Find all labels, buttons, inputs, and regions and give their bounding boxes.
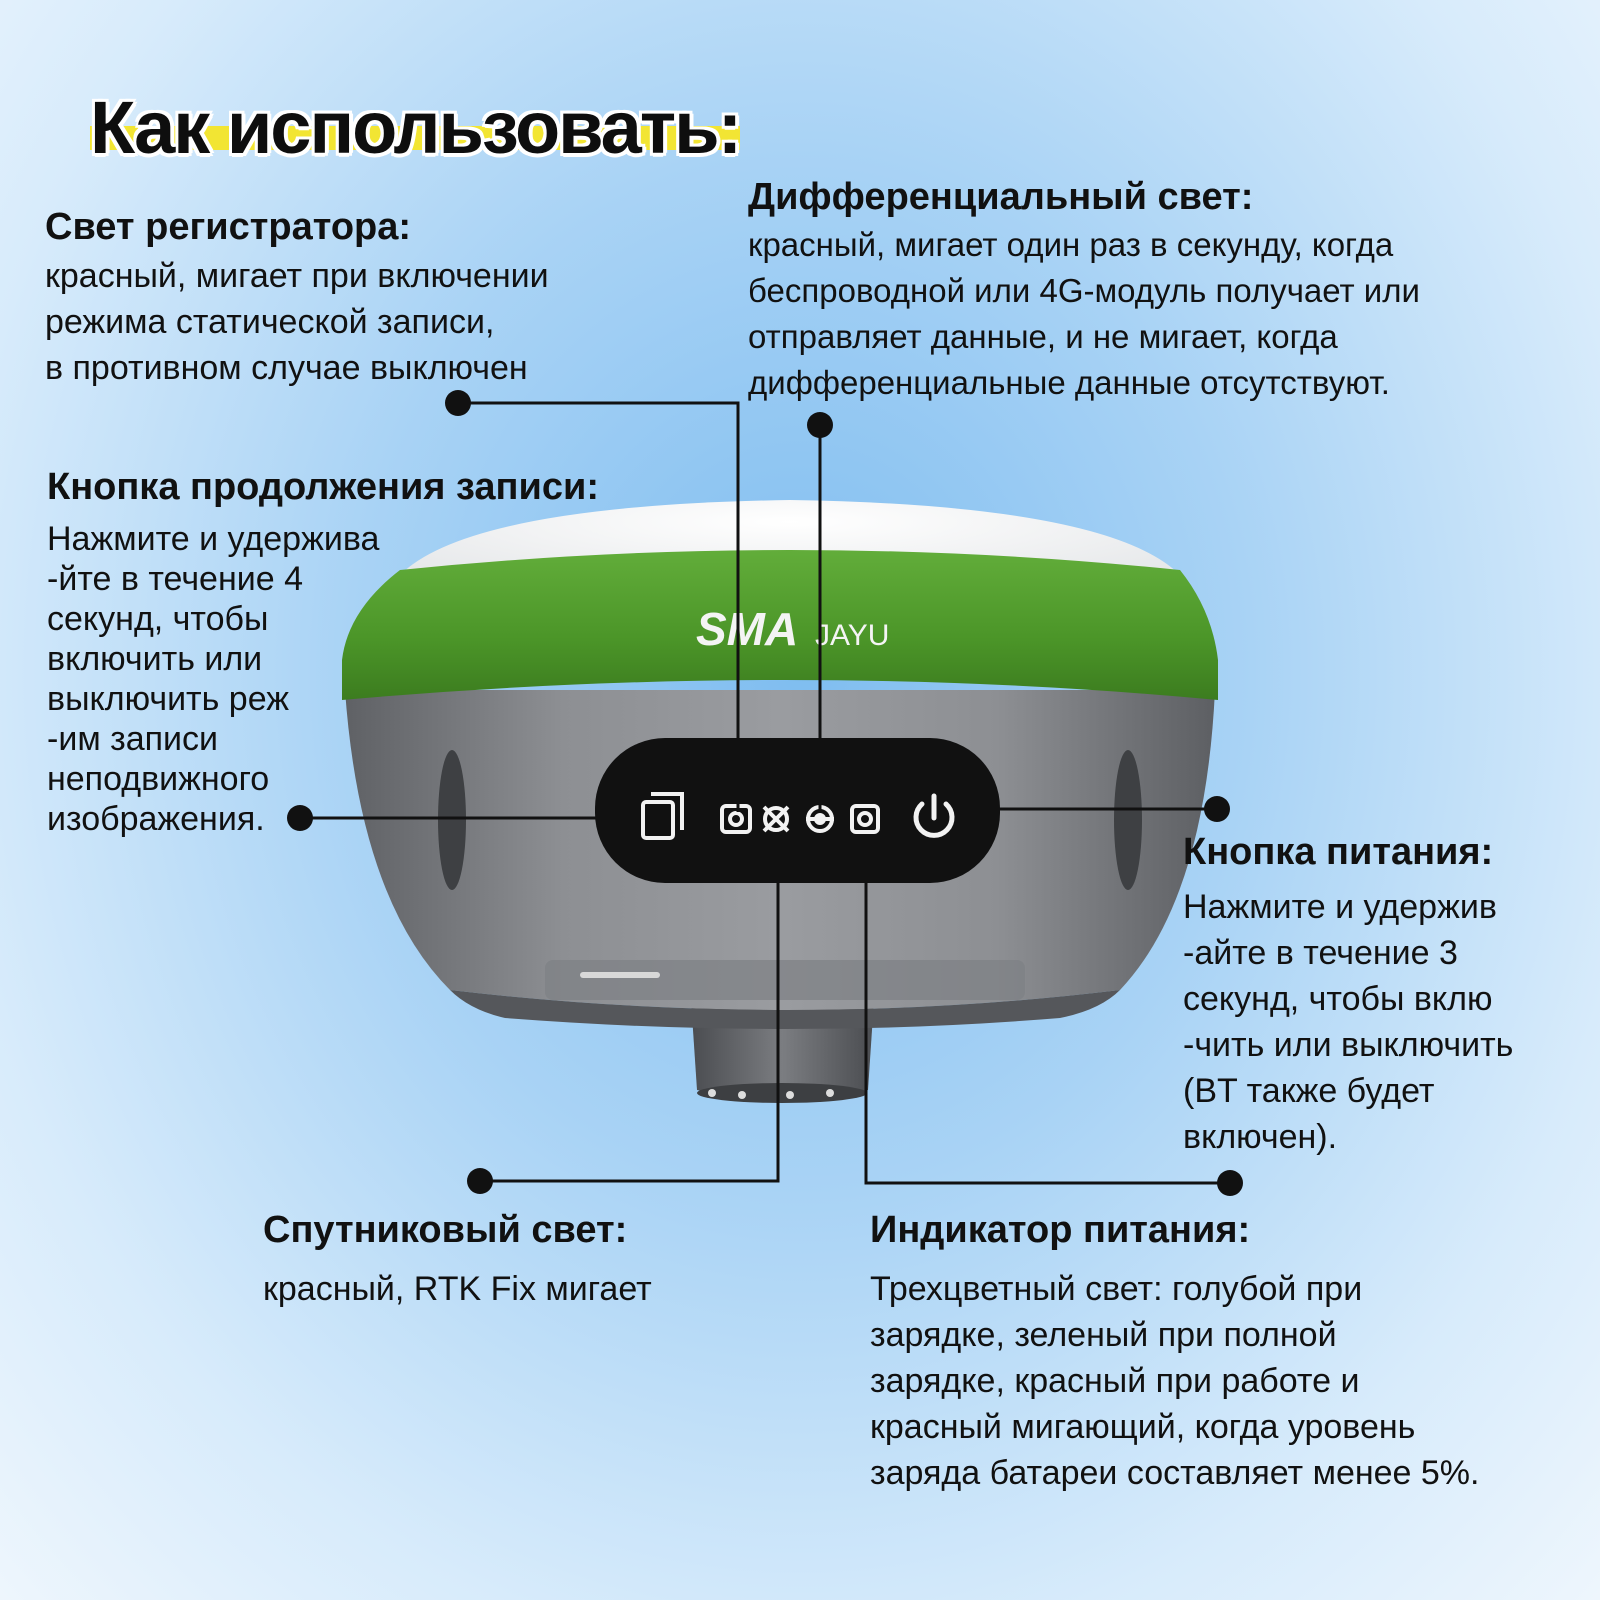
callout-record-button: Кнопка продолжения записи: Нажмите и уде… — [47, 465, 599, 839]
power-button-icon[interactable] — [913, 793, 955, 838]
leader-recorder-light — [458, 401, 740, 812]
satellite-light-icon — [762, 805, 790, 833]
callout-power-button: Кнопка питания: Нажмите и удержив -айте … — [1183, 830, 1513, 1160]
page-title-block: Как использовать: — [90, 86, 742, 169]
recorder-light-icon — [720, 804, 752, 834]
callout-heading: Свет регистратора: — [45, 206, 412, 248]
callout-body: красный, мигает один раз в секунду, когд… — [748, 226, 1420, 401]
callout-body: Нажмите и удержива -йте в течение 4 секу… — [47, 520, 380, 838]
brand-logo-sub: JAYU — [815, 619, 889, 652]
record-button-icon[interactable] — [641, 792, 684, 840]
leader-lines — [300, 401, 1230, 1185]
callout-power-indicator: Индикатор питания: Трехцветный свет: гол… — [870, 1208, 1479, 1496]
callout-heading: Кнопка питания: — [1183, 831, 1494, 873]
brand-logo: SMA JAYU — [696, 603, 889, 655]
callout-body: красный, RTK Fix мигает — [263, 1270, 652, 1308]
callout-body: Трехцветный свет: голубой при зарядке, з… — [870, 1270, 1480, 1492]
leader-dots — [287, 390, 1243, 1196]
leader-satellite-light — [480, 838, 780, 1183]
callout-differential-light: Дифференциальный свет: красный, мигает о… — [748, 175, 1420, 406]
callout-heading: Индикатор питания: — [870, 1209, 1251, 1251]
page-title: Как использовать: — [90, 86, 742, 169]
title-highlight — [90, 126, 740, 150]
callout-heading: Спутниковый свет: — [263, 1209, 628, 1251]
device-green-band — [342, 550, 1218, 700]
callout-satellite-light: Спутниковый свет: красный, RTK Fix мигае… — [263, 1208, 652, 1312]
power-indicator-icon — [850, 804, 880, 834]
callout-heading: Дифференциальный свет: — [748, 176, 1254, 218]
leader-power-indicator — [864, 838, 1230, 1185]
control-panel — [595, 738, 1000, 883]
callout-recorder-light: Свет регистратора: красный, мигает при в… — [45, 205, 549, 391]
callout-body: красный, мигает при включении режима ста… — [45, 257, 549, 387]
callout-body: Нажмите и удержив -айте в течение 3 секу… — [1183, 888, 1514, 1156]
callout-heading: Кнопка продолжения записи: — [47, 466, 600, 508]
brand-logo-main: SMA — [696, 603, 798, 655]
